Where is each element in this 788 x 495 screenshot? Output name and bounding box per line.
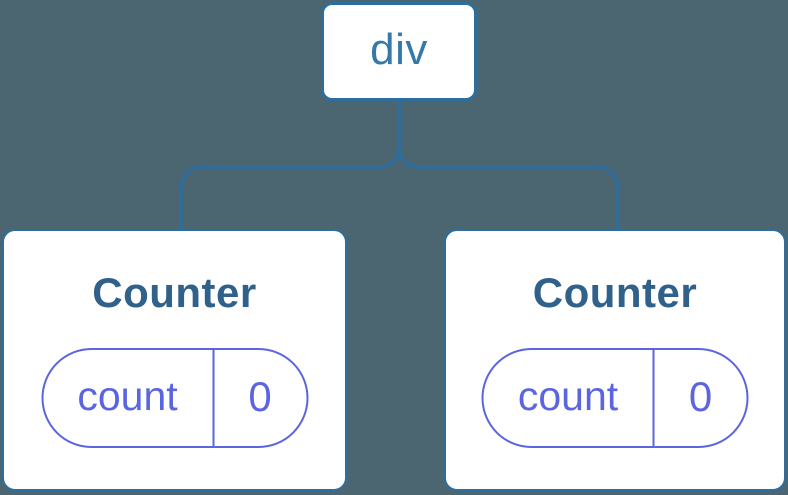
counter-title-right: Counter	[532, 269, 698, 316]
counter-title-left: Counter	[92, 269, 257, 316]
state-pill-left: count 0	[41, 348, 308, 448]
counter-node-right: Counter count 0	[444, 229, 786, 491]
state-pill-right: count 0	[481, 348, 749, 448]
counter-node-left: Counter count 0	[2, 229, 347, 491]
root-node-div: div	[321, 2, 477, 101]
state-value-right: 0	[688, 372, 713, 420]
state-key-left: count	[43, 350, 214, 446]
connector-left-branch	[179, 101, 401, 229]
state-key-right: count	[484, 350, 655, 446]
state-value-left: 0	[248, 372, 272, 420]
root-node-label: div	[370, 24, 428, 74]
connector-right-branch	[397, 101, 620, 229]
